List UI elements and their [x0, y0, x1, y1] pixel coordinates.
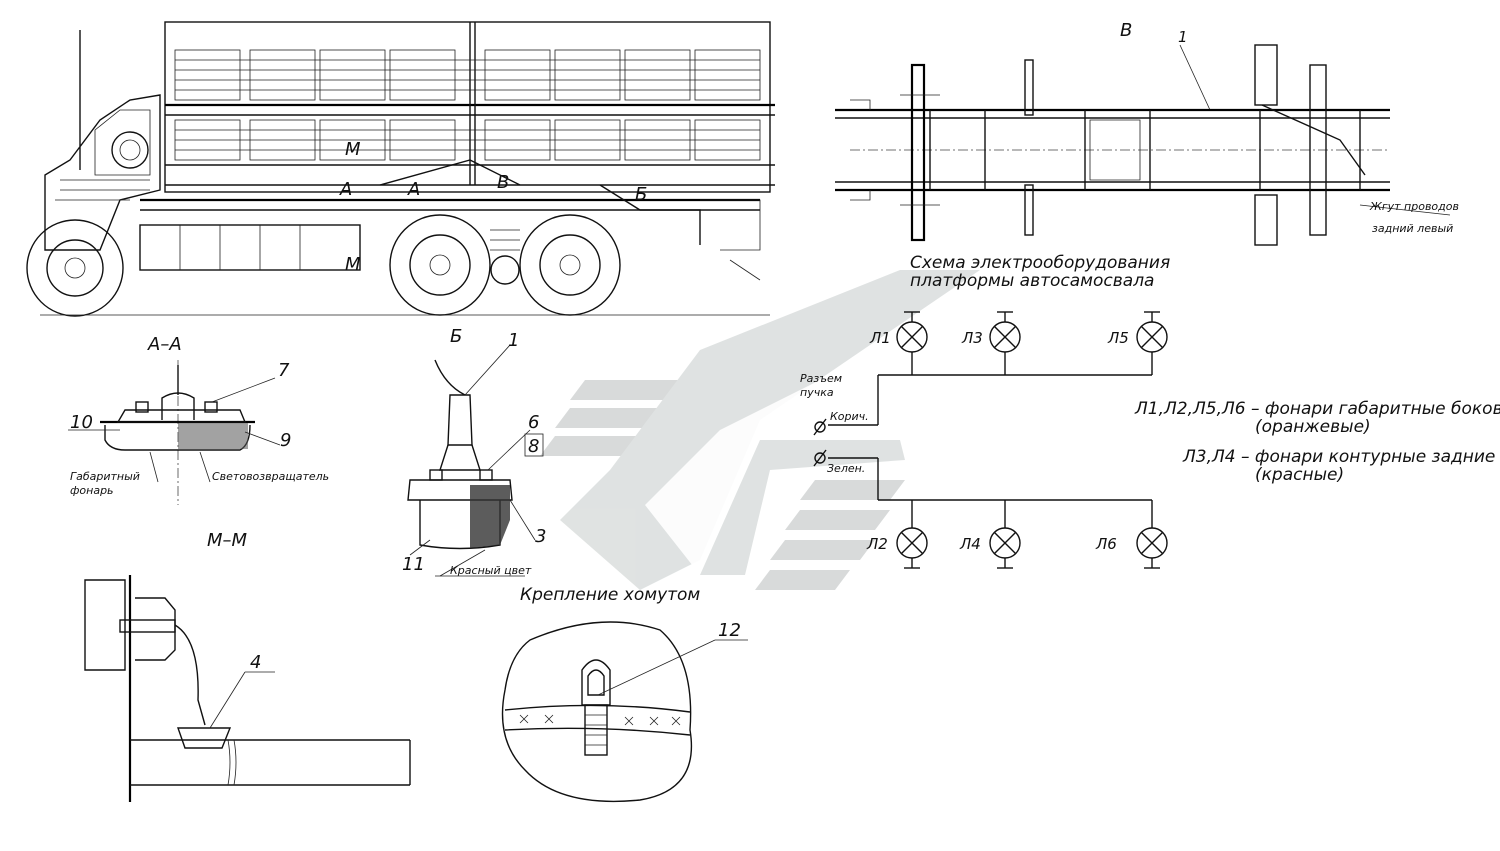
mark-m-bottom: М	[345, 254, 361, 275]
legend-1-line2: (оранжевые)	[1255, 417, 1371, 437]
b-callout-8: 8	[528, 436, 539, 457]
mark-a-left: А	[339, 179, 352, 200]
b-callout-11: 11	[402, 554, 425, 575]
lamp-l6: Л6	[1095, 500, 1168, 569]
clamp-callout-12: 12	[718, 620, 741, 641]
lamp-l2: Л2	[866, 500, 928, 569]
section-b: 1 6 8 3 11 Красный цвет	[402, 330, 546, 577]
lamp-l2-label: Л2	[866, 535, 888, 553]
aa-label-reflector: Световозвращатель	[212, 470, 329, 483]
aa-label-lamp-line2: фонарь	[70, 484, 114, 497]
harness-label-line2: задний левый	[1372, 222, 1453, 235]
view-mm-title: М–М	[207, 530, 248, 551]
legend-1-line1: Л1,Л2,Л5,Л6 – фонари габаритные боковые	[1134, 399, 1500, 419]
lamp-l3-label: Л3	[961, 329, 983, 347]
mark-m-top: М	[345, 139, 361, 160]
lamp-l3: Л3	[961, 311, 1021, 375]
lamp-l4: Л4	[959, 500, 1021, 569]
mark-b: Б	[635, 184, 647, 205]
view-v-title: В	[1120, 20, 1132, 41]
lamp-l4-label: Л4	[959, 535, 981, 553]
harness-label-line1: Жгут проводов	[1369, 200, 1459, 213]
b-callout-1: 1	[508, 330, 519, 351]
lamp-l1: Л1	[869, 311, 928, 375]
aa-callout-10: 10	[70, 412, 93, 433]
b-label-red: Красный цвет	[450, 564, 532, 577]
wiring-schematic: Схема электрооборудования платформы авто…	[800, 253, 1500, 569]
wire-brown-label: Корич.	[830, 410, 869, 423]
b-callout-3: 3	[535, 526, 546, 547]
view-b-title: Б	[450, 326, 462, 347]
watermark-logo	[540, 270, 980, 590]
truck-side-view: М М А А В Б Б	[26, 21, 775, 347]
connector-label-line2: пучка	[800, 386, 834, 399]
chassis-callout-1: 1	[1178, 28, 1188, 46]
mark-v: В	[497, 172, 509, 193]
legend-2-line2: (красные)	[1255, 465, 1344, 485]
section-aa: А–А 7 10 9 Габаритный фонарь Световозвра…	[68, 334, 329, 505]
b-callout-6: 6	[528, 412, 539, 433]
schematic-title-line2: платформы автосамосвала	[910, 271, 1154, 291]
mm-callout-4: 4	[250, 652, 261, 673]
chassis-plan-view: В 1 Жгут проводов задний левый	[835, 20, 1459, 246]
lamp-l5-label: Л5	[1107, 329, 1129, 347]
clamp-title: Крепление хомутом	[520, 585, 700, 605]
clamp-detail: Крепление хомутом 12	[501, 585, 748, 803]
connector-label-line1: Разъем	[800, 372, 842, 385]
aa-callout-7: 7	[278, 360, 290, 381]
section-mm: М–М 4	[84, 530, 411, 802]
aa-label-lamp-line1: Габаритный	[70, 470, 140, 483]
legend-2-line1: Л3,Л4 – фонари контурные задние	[1182, 447, 1495, 467]
lamp-l6-label: Л6	[1095, 535, 1117, 553]
aa-callout-9: 9	[280, 430, 291, 451]
mark-a-right: А	[407, 179, 420, 200]
lamp-l1-label: Л1	[869, 329, 891, 347]
schematic-title-line1: Схема электрооборудования	[910, 253, 1170, 273]
view-aa-title: А–А	[147, 334, 182, 355]
lamp-l5: Л5	[1107, 311, 1168, 375]
wire-green-label: Зелен.	[827, 462, 865, 475]
